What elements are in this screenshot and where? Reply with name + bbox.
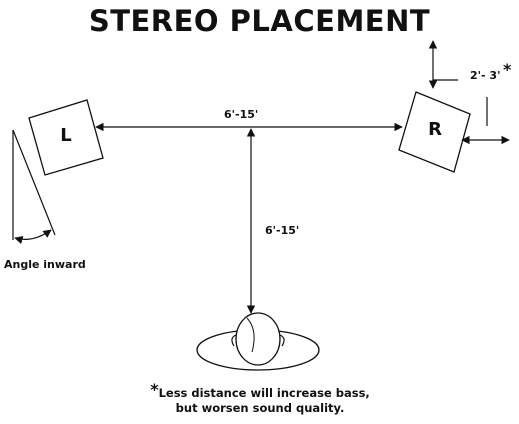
wall-distance-label: 2'- 3' [470,69,501,82]
diagram-title: STEREO PLACEMENT [88,4,431,38]
listener-hair-line [246,317,255,353]
angle-arc-arrow [14,229,52,245]
left-speaker-label: L [60,125,72,146]
footnote: *Less distance will increase bass, but w… [140,382,380,416]
left-speaker [28,99,104,176]
listener-left-ear [231,334,237,347]
speaker-distance-label: 6'-15' [224,108,259,121]
wall-distance-marker: * [503,60,512,79]
right-speaker-label: R [428,119,442,140]
listener-head [235,312,281,366]
right-speaker [398,91,471,173]
angle-speaker-line [12,129,56,236]
footnote-line-2: but worsen sound quality. [175,401,345,415]
footnote-marker: * [150,380,159,399]
listener-right-ear [279,334,285,347]
listener-distance-label: 6'-15' [265,224,300,237]
footnote-line-1: Less distance will increase bass, [158,386,370,400]
listener-figure [196,312,320,371]
angle-inward-label: Angle inward [4,258,86,271]
